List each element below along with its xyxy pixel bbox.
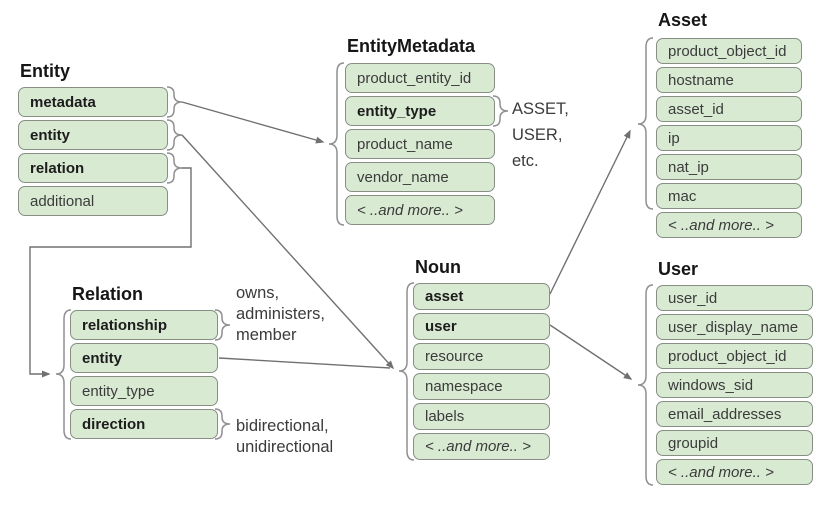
field-relation: relation xyxy=(18,153,168,183)
field-product-object-id: product_object_id xyxy=(656,343,813,369)
brace-relation xyxy=(55,309,72,440)
field-asset: asset xyxy=(413,283,550,310)
field-labels: labels xyxy=(413,403,550,430)
field-user-id: user_id xyxy=(656,285,813,311)
brace-entitymetadata xyxy=(328,62,345,226)
annotation-line: ASSET, xyxy=(512,100,569,118)
field-product-object-id: product_object_id xyxy=(656,38,802,64)
user-table-title: User xyxy=(658,259,699,279)
field-and-more: < ..and more.. > xyxy=(656,459,813,485)
field-metadata: metadata xyxy=(18,87,168,117)
asset-table: Asset product_object_id hostname asset_i… xyxy=(656,10,802,241)
noun-table: Noun asset user resource namespace label… xyxy=(413,257,550,463)
entitymetadata-table-title: EntityMetadata xyxy=(347,36,476,56)
field-resource: resource xyxy=(413,343,550,370)
bracket-entity-metadata-row xyxy=(166,86,183,118)
field-windows-sid: windows_sid xyxy=(656,372,813,398)
annotation-line: etc. xyxy=(512,152,539,170)
annotation-line: administers, xyxy=(236,305,325,323)
noun-table-title: Noun xyxy=(415,257,461,277)
field-ip: ip xyxy=(656,125,802,151)
bracket-entity-entity-row xyxy=(166,119,183,151)
field-user: user xyxy=(413,313,550,340)
field-and-more: < ..and more.. > xyxy=(345,195,495,225)
field-entity: entity xyxy=(18,120,168,150)
line-relation-entity-to-noun xyxy=(218,357,391,369)
field-additional: additional xyxy=(18,186,168,216)
brace-user xyxy=(637,284,654,486)
relation-table: Relation relationship entity entity_type… xyxy=(70,284,218,442)
arrow-noun-user-to-user xyxy=(549,324,633,380)
entity-table: Entity metadata entity relation addition… xyxy=(18,61,168,219)
bracket-entity-relation-row xyxy=(166,152,183,184)
field-entity: entity xyxy=(70,343,218,373)
relation-table-title: Relation xyxy=(72,284,144,304)
field-product-entity-id: product_entity_id xyxy=(345,63,495,93)
user-table: User user_id user_display_name product_o… xyxy=(656,259,813,488)
bracket-entitytype-row xyxy=(492,95,509,127)
brace-asset xyxy=(637,37,654,210)
field-and-more: < ..and more.. > xyxy=(413,433,550,460)
annotation-line: USER, xyxy=(512,126,563,144)
asset-table-title: Asset xyxy=(658,10,708,30)
annotation-entity-type-values: ASSET, USER, etc. xyxy=(512,96,569,174)
entity-table-title: Entity xyxy=(20,61,71,81)
field-relationship: relationship xyxy=(70,310,218,340)
field-vendor-name: vendor_name xyxy=(345,162,495,192)
entitymetadata-table: EntityMetadata product_entity_id entity_… xyxy=(345,36,495,228)
field-mac: mac xyxy=(656,183,802,209)
annotation-relationship-values: owns, administers, member xyxy=(236,283,325,346)
annotation-line: bidirectional, xyxy=(236,417,329,435)
field-groupid: groupid xyxy=(656,430,813,456)
annotation-direction-values: bidirectional, unidirectional xyxy=(236,416,333,458)
brace-noun xyxy=(398,282,415,461)
field-entity-type: entity_type xyxy=(70,376,218,406)
field-user-display-name: user_display_name xyxy=(656,314,813,340)
annotation-line: unidirectional xyxy=(236,438,334,456)
field-namespace: namespace xyxy=(413,373,550,400)
field-product-name: product_name xyxy=(345,129,495,159)
field-entity-type: entity_type xyxy=(345,96,495,126)
field-nat-ip: nat_ip xyxy=(656,154,802,180)
annotation-line: owns, xyxy=(236,284,280,302)
field-asset-id: asset_id xyxy=(656,96,802,122)
annotation-line: member xyxy=(236,326,297,344)
field-email-addresses: email_addresses xyxy=(656,401,813,427)
field-and-more: < ..and more.. > xyxy=(656,212,802,238)
field-direction: direction xyxy=(70,409,218,439)
field-hostname: hostname xyxy=(656,67,802,93)
arrow-metadata-to-entitymetadata xyxy=(181,101,325,144)
